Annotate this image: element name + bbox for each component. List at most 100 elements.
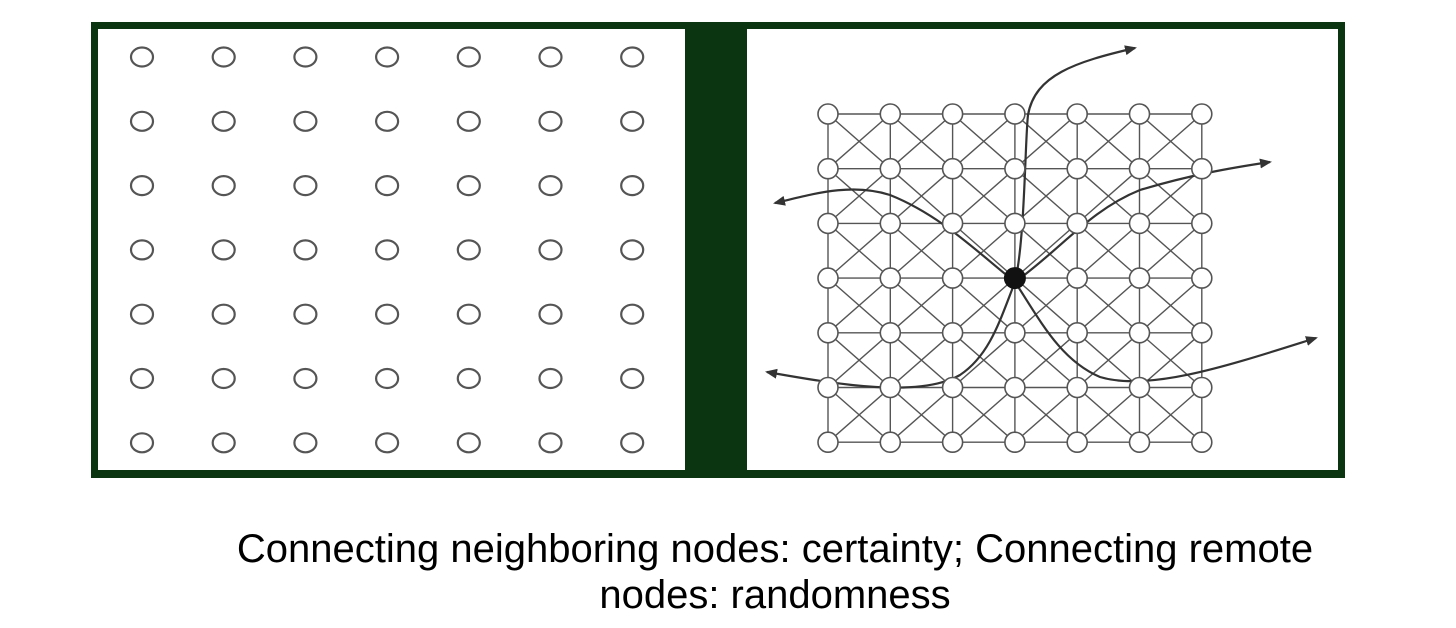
lattice-node	[817, 157, 839, 180]
isolated-node	[456, 239, 481, 261]
lattice-edge	[1076, 277, 1140, 334]
isolated-node	[211, 46, 236, 68]
isolated-node	[211, 175, 236, 197]
caption-line-2: nodes: randomness	[599, 573, 951, 617]
lattice-edge	[1076, 113, 1140, 170]
lattice-node	[1066, 376, 1088, 399]
lattice-node	[1128, 431, 1151, 454]
lattice-node	[817, 267, 839, 289]
isolated-node	[456, 367, 481, 390]
isolated-node	[129, 303, 155, 325]
lattice-edge	[1139, 113, 1203, 170]
lattice-node	[1066, 103, 1088, 125]
caption-line-1: Connecting neighboring nodes: certainty;…	[236, 527, 1314, 571]
lattice-node	[1066, 157, 1088, 180]
lattice-edge	[1014, 332, 1078, 389]
lattice-edge	[1139, 386, 1203, 443]
isolated-node	[620, 46, 645, 68]
isolated-node	[375, 432, 400, 454]
lattice-node	[1191, 267, 1213, 289]
lattice-node	[1004, 321, 1026, 344]
isolated-node	[538, 303, 563, 325]
lattice-edge	[1076, 332, 1140, 389]
isolated-node	[456, 175, 481, 197]
lattice-node	[1004, 376, 1026, 399]
isolated-node	[456, 303, 481, 325]
lattice-node	[1004, 103, 1026, 125]
isolated-node	[538, 432, 563, 454]
lattice-node	[1066, 321, 1088, 344]
isolated-node	[129, 110, 155, 132]
isolated-node	[129, 175, 155, 197]
lattice-node	[1191, 157, 1213, 180]
lattice-edge	[1014, 386, 1078, 443]
lattice-edge	[889, 332, 954, 389]
lattice-node	[941, 267, 964, 289]
isolated-node	[129, 432, 155, 454]
isolated-node	[538, 367, 563, 390]
lattice-node	[817, 321, 839, 344]
isolated-node	[456, 46, 481, 68]
lattice-edge	[952, 332, 1016, 389]
lattice-node	[1004, 212, 1026, 235]
lattice-node	[817, 431, 839, 454]
random-link-upper-left	[773, 188, 1016, 283]
isolated-node	[456, 432, 481, 454]
lattice-edge	[952, 113, 1016, 170]
lattice-node	[1128, 212, 1151, 235]
lattice-edge	[889, 168, 954, 224]
isolated-node	[211, 110, 236, 132]
isolated-node	[375, 239, 400, 261]
lattice-edge	[1139, 332, 1203, 389]
isolated-node	[538, 239, 563, 261]
lattice-edge	[827, 332, 891, 389]
isolated-node	[293, 432, 318, 454]
lattice-node	[941, 376, 964, 399]
isolated-node	[620, 432, 645, 454]
lattice-node	[1066, 431, 1088, 454]
isolated-node	[375, 367, 400, 390]
isolated-node	[211, 303, 236, 325]
lattice-edge	[1014, 168, 1078, 224]
isolated-node	[129, 367, 155, 390]
isolated-node	[375, 303, 400, 325]
lattice-edge	[952, 277, 1016, 334]
isolated-node	[620, 239, 645, 261]
lattice-node	[941, 212, 964, 235]
figure-caption: Connecting neighboring nodes: certainty;…	[110, 526, 1440, 618]
isolated-node	[375, 46, 400, 68]
lattice-edge	[1076, 222, 1140, 279]
lattice-node	[817, 103, 839, 125]
isolated-node	[129, 239, 155, 261]
lattice-node	[879, 267, 902, 289]
lattice-node	[1066, 212, 1088, 235]
lattice-edge	[827, 168, 891, 224]
isolated-node	[293, 303, 318, 325]
lattice-node	[1191, 376, 1213, 399]
lattice-node	[879, 321, 902, 344]
isolated-node	[538, 110, 563, 132]
lattice-nodes	[817, 103, 1213, 454]
isolated-node	[620, 367, 645, 390]
lattice-edge	[952, 222, 1016, 279]
lattice-node	[1004, 157, 1026, 180]
random-link-upper-right	[1014, 158, 1272, 283]
isolated-node	[538, 46, 563, 68]
lattice-node	[1128, 103, 1151, 125]
random-link-lower-right	[1014, 281, 1318, 383]
lattice-node	[1128, 157, 1151, 180]
lattice-node	[941, 157, 964, 180]
lattice-edge	[1139, 222, 1203, 279]
lattice-edge	[889, 386, 954, 443]
isolated-node	[620, 303, 645, 325]
isolated-node	[211, 239, 236, 261]
isolated-node	[293, 175, 318, 197]
isolated-node	[293, 46, 318, 68]
isolated-node	[375, 175, 400, 197]
isolated-node	[538, 175, 563, 197]
isolated-node	[129, 46, 155, 68]
isolated-node	[293, 110, 318, 132]
lattice-node	[879, 431, 902, 454]
lattice-node	[1191, 431, 1213, 454]
lattice-node	[817, 212, 839, 235]
